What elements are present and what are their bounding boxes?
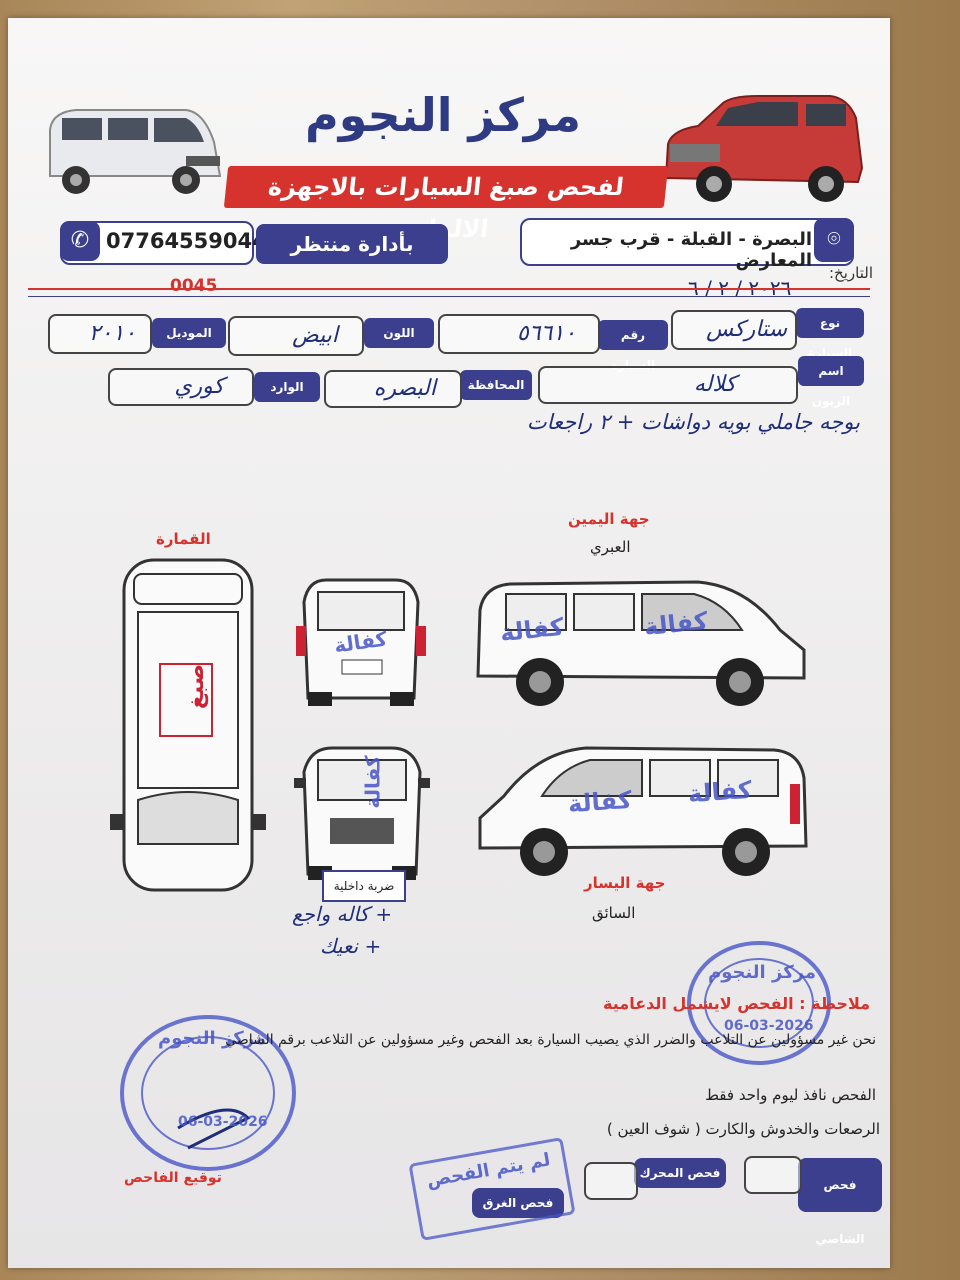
center-subtitle-banner: لفحص صبغ السيارات بالاجهزة الالمانية [223,166,669,243]
rear-view-diagram [296,578,426,706]
car-type-field: ستاركس [671,310,797,350]
left-side-van-diagram [478,746,808,876]
right-side-label: جهة اليمين [568,510,650,528]
plate-field: ٥٦٦١٠ [438,314,600,354]
left-side-stamp-2: كفالة [687,775,753,809]
note-line-2: الفحص نافذ ليوم واحد فقط [705,1086,876,1104]
left-side-sub: السائق [592,904,636,922]
left-stamp-name: مركز النجوم [158,1028,266,1049]
roof-paint-stamp: صبغ [184,663,210,710]
import-label: الوارد [254,372,320,402]
center-stamp-name: مركز النجوم [708,962,816,983]
right-side-sub: العبري [590,538,631,556]
internal-hit-box: ضربة داخلية [322,870,406,902]
customer-value: كلاله [693,372,736,397]
color-label: اللون [364,318,434,348]
note-line-1: نحن غير مسؤولين عن التلاعب والضرر الذي ي… [225,1032,876,1048]
suv-header-image [664,95,864,202]
note-line-3: الرصعات والخدوش والكارت ( شوف العين ) [606,1120,880,1138]
plate-label: رقم السيارة [598,320,668,372]
center-title: مركز النجوم [305,88,581,142]
inspector-signature-label: توقيع الفاحص [124,1170,222,1186]
left-side-stamp-1: كفالة [567,785,633,819]
model-label: الموديل [152,318,226,348]
car-type-label: نوع السيارة [796,308,864,360]
customer-label: اسم الزبون [798,356,864,408]
center-stamp-date: 06-03-2026 [724,1018,814,1034]
province-label: المحافظة [460,370,532,400]
location-pin-icon: ⌾ [814,218,854,262]
left-round-stamp [120,1015,296,1171]
date-label: التاريخ: [829,264,873,282]
handwritten-note: بوجه جاملي بويه دواشات + ٢ راجعات [526,410,860,434]
province-field: البصره [324,370,462,408]
province-value: البصره [373,376,436,401]
header-divider-2 [28,296,870,297]
car-type-value: ستاركس [706,317,787,342]
address-box: البصرة - القبلة - قرب جسر المعارض ⌾ [520,218,854,271]
manager-badge: بأدارة منتظر [256,224,448,264]
header-divider [28,288,870,290]
import-field: كوري [108,368,254,406]
front-note-2: + نعيك [320,934,382,958]
chassis-check-box [744,1156,802,1194]
phone-number: 07764559044 [106,229,267,253]
left-stamp-date: 06-03-2026 [178,1114,268,1130]
flood-check-label: فحص الغرق [472,1188,564,1218]
serial-number: 0045 [170,276,218,296]
engine-check-box [584,1162,638,1200]
phone-box: ✆ 07764559044 [60,221,267,265]
import-value: كوري [174,374,224,399]
color-field: ابيض [228,316,364,356]
right-side-van-diagram [476,580,806,706]
engine-check-label: فحص المحرك [634,1158,726,1188]
front-note-1: + كاله واجع [292,902,393,926]
plate-value: ٥٦٦١٠ [516,321,576,346]
model-field: ٢٠١٠ [48,314,152,354]
model-value: ٢٠١٠ [88,321,136,346]
left-side-label: جهة اليسار [584,874,666,892]
chassis-check-label: فحص الشاصي [798,1158,882,1246]
note-title: ملاحظة : الفحص لايشمل الدعامية [603,994,870,1013]
roof-label: القمارة [156,530,211,548]
center-round-stamp [687,941,831,1065]
roof-top-view-diagram [110,558,266,892]
van-header-image [49,109,222,194]
address-text: البصرة - القبلة - قرب جسر المعارض [570,229,812,271]
customer-field: كلاله [538,366,798,404]
color-value: ابيض [292,323,338,348]
inspection-form-sheet: مركز النجوم لفحص صبغ السيارات بالاجهزة ا… [8,18,890,1268]
front-view-diagram [294,746,430,880]
front-warranty-stamp: كفالة [360,755,385,809]
phone-icon: ✆ [60,221,100,261]
